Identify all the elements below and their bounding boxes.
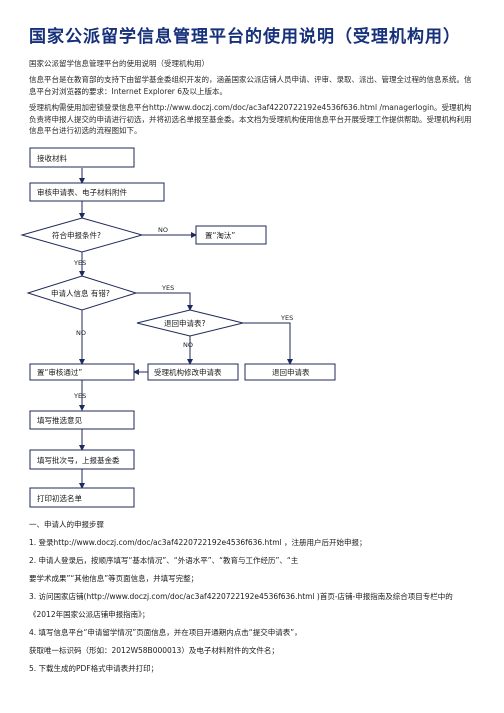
step-line: 4. 填写信息平台“申请留学情况”页面信息，并在项目开通期内点击“提交申请表”， (29, 628, 302, 637)
step-line: 5. 下载生成的PDF格式申请表并打印； (29, 664, 159, 673)
meets-diamond (20, 217, 144, 253)
edge-no-return: NO (183, 341, 193, 349)
fill-batch-label: 填写批次号，上报基金委 (37, 455, 120, 465)
fill-batch-box (29, 449, 135, 470)
step-line: 3. 访问国家店铺(http://www.doczj.com/doc/ac3af… (29, 592, 453, 601)
meets-label: 符合申报条件? (52, 230, 101, 240)
return-form-diamond (136, 309, 244, 337)
set-pass-label: 置“审核通过” (37, 367, 82, 377)
returned-box (244, 363, 336, 381)
returned-label: 退回申请表 (272, 367, 310, 377)
receive-box (29, 147, 135, 168)
usage-paragraph: 受理机构需使用加密锁登录信息平台http://www.doczj.com/doc… (29, 103, 472, 135)
edge-no-error: NO (76, 329, 86, 337)
section-heading: 一、申请人的申报步骤 (29, 520, 104, 529)
set-pass-box (29, 363, 135, 381)
eliminated-box (195, 225, 267, 245)
step-line: 《2012年国家公派店铺申报指南》； (29, 610, 150, 619)
review-box (29, 182, 165, 202)
print-list-box (29, 487, 135, 508)
edge-no-eliminate: NO (158, 226, 168, 234)
page-title: 国家公派留学信息管理平台的使用说明（受理机构用） (29, 27, 461, 47)
review-label: 审核申请表、电子材料附件 (37, 187, 127, 197)
info-error-label: 申请人信息 有错? (51, 288, 110, 298)
step-line: 要学术成果”“其他信息”等页面信息，并填写完整； (29, 574, 199, 583)
fill-opinion-box (29, 410, 135, 430)
step-line: 2. 申请人登录后，按顺序填写“基本情况”、“外语水平”、“教育与工作经历”、“… (29, 556, 299, 565)
edge-yes-meets: YES (73, 259, 86, 267)
fill-opinion-label: 填写推选意见 (37, 415, 82, 425)
print-list-label: 打印初选名单 (37, 493, 82, 503)
return-form-label: 退回申请表? (164, 318, 205, 328)
subtitle: 国家公派留学信息管理平台的使用说明（受理机构用） (29, 59, 209, 68)
step-line: 获取唯一标识码（形如：2012W58B000013）及电子材料附件的文件名； (29, 646, 279, 655)
receive-label: 接收材料 (37, 153, 67, 163)
info-error-diamond (26, 275, 138, 311)
modify-label: 受理机构修改申请表 (154, 367, 222, 377)
step-line: 1. 登录http://www.doczj.com/doc/ac3af42207… (29, 538, 367, 547)
edge-yes-error: YES (161, 284, 174, 292)
eliminated-label: 置“淘汰” (205, 230, 235, 240)
intro-paragraph: 信息平台是在教育部的支持下由留学基金委组织开发的，涵盖国家公派店铺人员申请、评审… (29, 75, 472, 96)
edge-yes-return: YES (280, 314, 293, 322)
modify-box (147, 363, 239, 381)
edge-yes-pass: YES (73, 392, 86, 400)
